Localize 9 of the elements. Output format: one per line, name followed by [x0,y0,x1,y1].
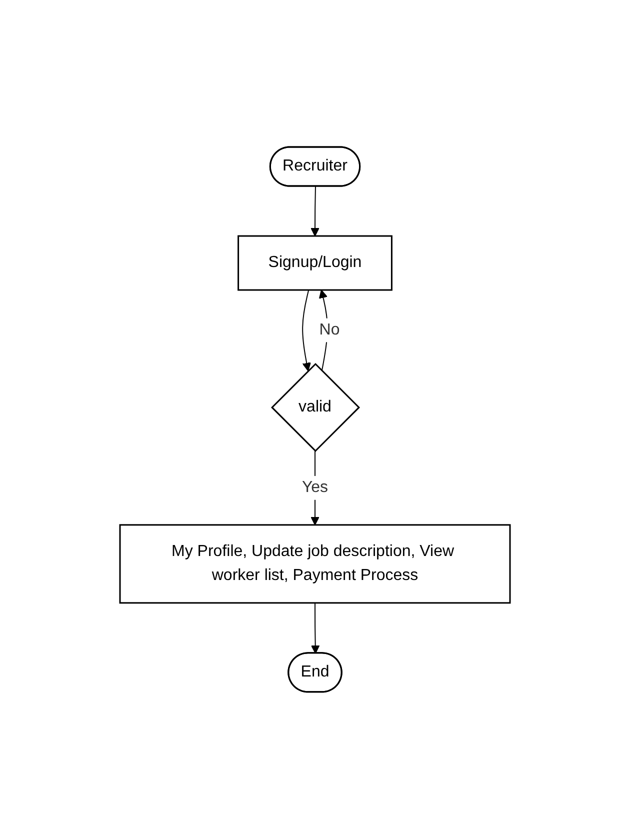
arrow [302,290,311,372]
arrow [310,602,320,654]
node-diamond: valid [270,362,360,452]
arrow [310,186,320,236]
edge-label: Yes [302,478,328,496]
node-box: My Profile, Update job description, View worker list, Payment Process [119,524,511,604]
arrow [318,290,328,372]
edge-label: No [319,321,340,338]
node-box: Signup/Login [238,235,392,291]
